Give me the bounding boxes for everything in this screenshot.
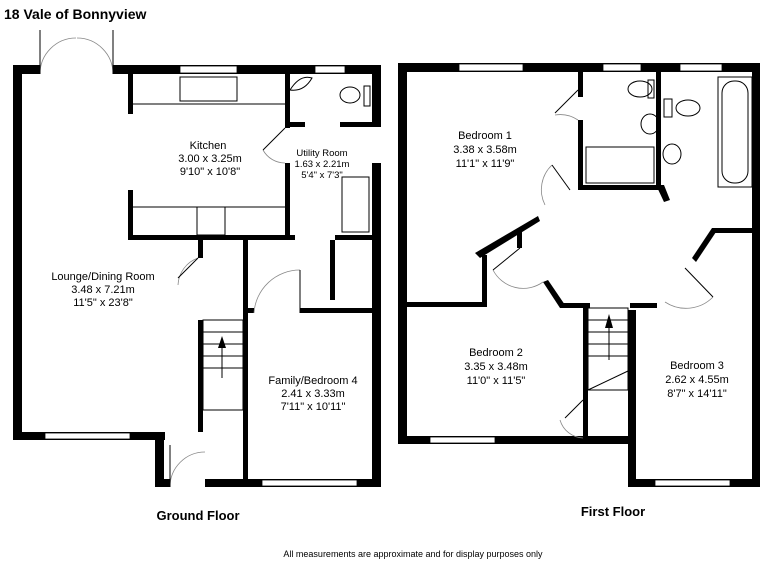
room-imperial: 9'10" x 10'8" [180, 166, 240, 178]
disclaimer: All measurements are approximate and for… [283, 549, 543, 559]
ground-floor-label: Ground Floor [156, 508, 239, 523]
room-metric: 3.35 x 3.48m [464, 361, 528, 373]
room-metric: 2.62 x 4.55m [665, 374, 729, 386]
room-family-label: Family/Bedroom 4 2.41 x 3.33m 7'11" x 10… [268, 375, 357, 413]
property-title: 18 Vale of Bonnyview [4, 6, 147, 22]
room-bedroom2-label: Bedroom 2 3.35 x 3.48m 11'0" x 11'5" [464, 347, 528, 387]
room-utility-label: Utility Room 1.63 x 2.21m 5'4" x 7'3" [295, 148, 350, 181]
room-metric: 3.48 x 7.21m [71, 284, 135, 296]
room-name: Bedroom 3 [670, 360, 724, 372]
room-name: Bedroom 1 [458, 130, 512, 142]
room-metric: 2.41 x 3.33m [281, 388, 345, 400]
room-name: Family/Bedroom 4 [268, 375, 357, 387]
room-imperial: 5'4" x 7'3" [301, 170, 343, 181]
room-imperial: 7'11" x 10'11" [281, 401, 346, 413]
room-imperial: 11'5" x 23'8" [73, 297, 133, 309]
room-name: Kitchen [190, 140, 227, 152]
room-metric: 3.00 x 3.25m [178, 153, 242, 165]
first-floor-stairs [587, 307, 629, 391]
ground-floor-plan [13, 30, 381, 488]
first-floor-label: First Floor [581, 504, 645, 519]
room-name: Lounge/Dining Room [51, 271, 154, 283]
room-imperial: 11'1" x 11'9" [456, 158, 515, 170]
room-metric: 1.63 x 2.21m [295, 159, 350, 170]
first-floor-plan [398, 63, 760, 487]
room-lounge-label: Lounge/Dining Room 3.48 x 7.21m 11'5" x … [51, 271, 154, 309]
room-bedroom1-label: Bedroom 1 3.38 x 3.58m 11'1" x 11'9" [453, 130, 517, 170]
room-imperial: 8'7" x 14'11" [667, 388, 727, 400]
room-metric: 3.38 x 3.58m [453, 144, 517, 156]
room-imperial: 11'0" x 11'5" [467, 375, 526, 387]
room-kitchen-label: Kitchen 3.00 x 3.25m 9'10" x 10'8" [178, 140, 242, 178]
ground-floor-stairs [202, 319, 244, 411]
room-name: Utility Room [296, 148, 347, 159]
room-bedroom3-label: Bedroom 3 2.62 x 4.55m 8'7" x 14'11" [665, 360, 729, 400]
room-name: Bedroom 2 [469, 347, 523, 359]
